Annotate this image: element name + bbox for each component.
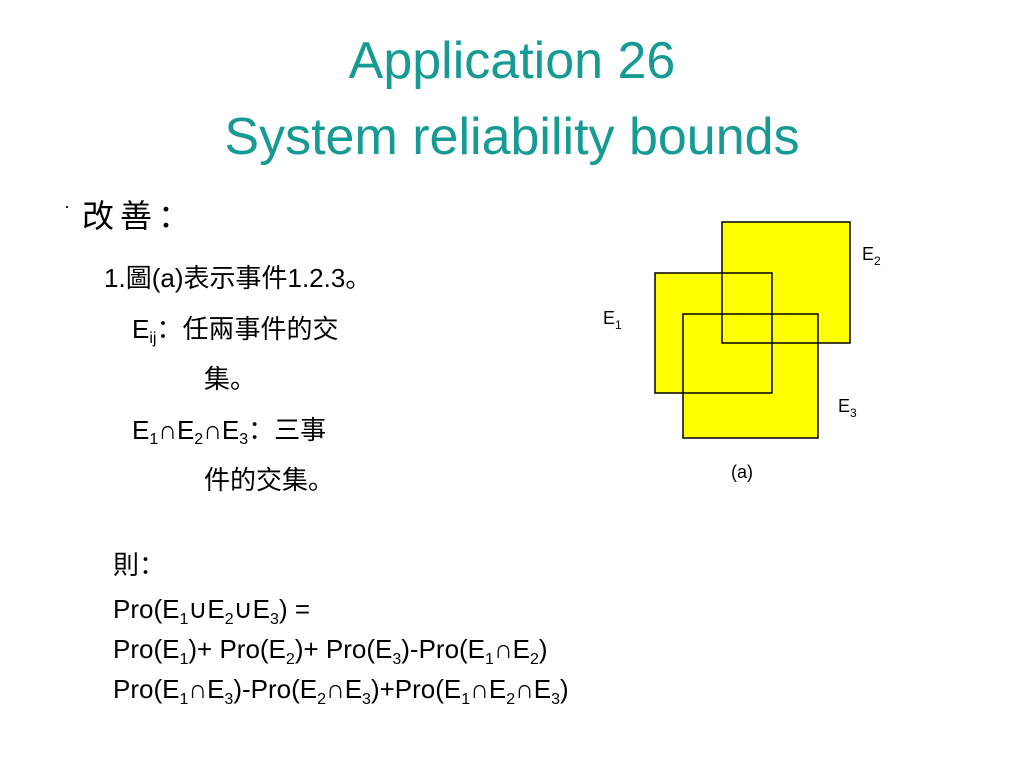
section-heading: 改善： — [82, 197, 197, 235]
square-e1-outline — [654, 272, 773, 394]
triple-description-1: ：三事 — [248, 416, 327, 446]
square-e3 — [683, 314, 818, 438]
then-label: 則： — [113, 551, 166, 581]
eij-subscript: ij — [149, 330, 157, 347]
triple-e2: E — [176, 415, 195, 445]
figure-caption: (a) — [731, 462, 753, 482]
item-1-figure-word: 圖 — [125, 264, 152, 294]
slide-title-line-2: System reliability bounds — [224, 108, 800, 166]
label-e3: E3 — [838, 396, 857, 420]
item-1-line: 1.圖(a)表示事件1.2.3。 — [104, 262, 371, 295]
triple-sub-3: 3 — [239, 431, 249, 448]
square-e2-outline — [721, 221, 851, 344]
item-1-number: 1. — [104, 263, 126, 293]
square-e3-outline — [682, 313, 819, 439]
eij-base: E — [132, 314, 150, 344]
slide-title-line-1: Application 26 — [348, 32, 676, 90]
formula-line-1: Pro(E1∪E2∪E3) = — [113, 594, 311, 628]
label-e2: E2 — [862, 244, 881, 268]
triple-sub-2: 2 — [194, 431, 204, 448]
eij-line: Eij：任兩事件的交 — [132, 313, 338, 355]
triple-e3: E — [221, 415, 240, 445]
triple-cap-1: ∩ — [158, 415, 177, 445]
label-e1: E1 — [603, 308, 622, 332]
formula-line-3: Pro(E1∩E3)-Pro(E2∩E3)+Pro(E1∩E2∩E3) — [113, 674, 569, 708]
eij-description-1: ：任兩事件的交 — [156, 315, 339, 345]
triple-sub-1: 1 — [149, 431, 159, 448]
triple-e1: E — [132, 415, 150, 445]
triple-intersection-line: E1∩E2∩E3：三事 — [132, 414, 326, 456]
eij-description-2: 集。 — [204, 365, 257, 395]
triple-description-2: 件的交集。 — [204, 466, 335, 496]
item-1-text: 表示事件 — [183, 264, 288, 294]
formula-line-2: Pro(E1)+ Pro(E2)+ Pro(E3)-Pro(E1∩E2) — [113, 634, 548, 668]
bullet-marker: · — [64, 196, 70, 216]
item-1-figure-ref: (a) — [151, 263, 184, 293]
item-1-event-numbers: 1.2.3 — [287, 263, 346, 293]
item-1-end: 。 — [345, 264, 372, 294]
triple-cap-2: ∩ — [203, 415, 222, 445]
